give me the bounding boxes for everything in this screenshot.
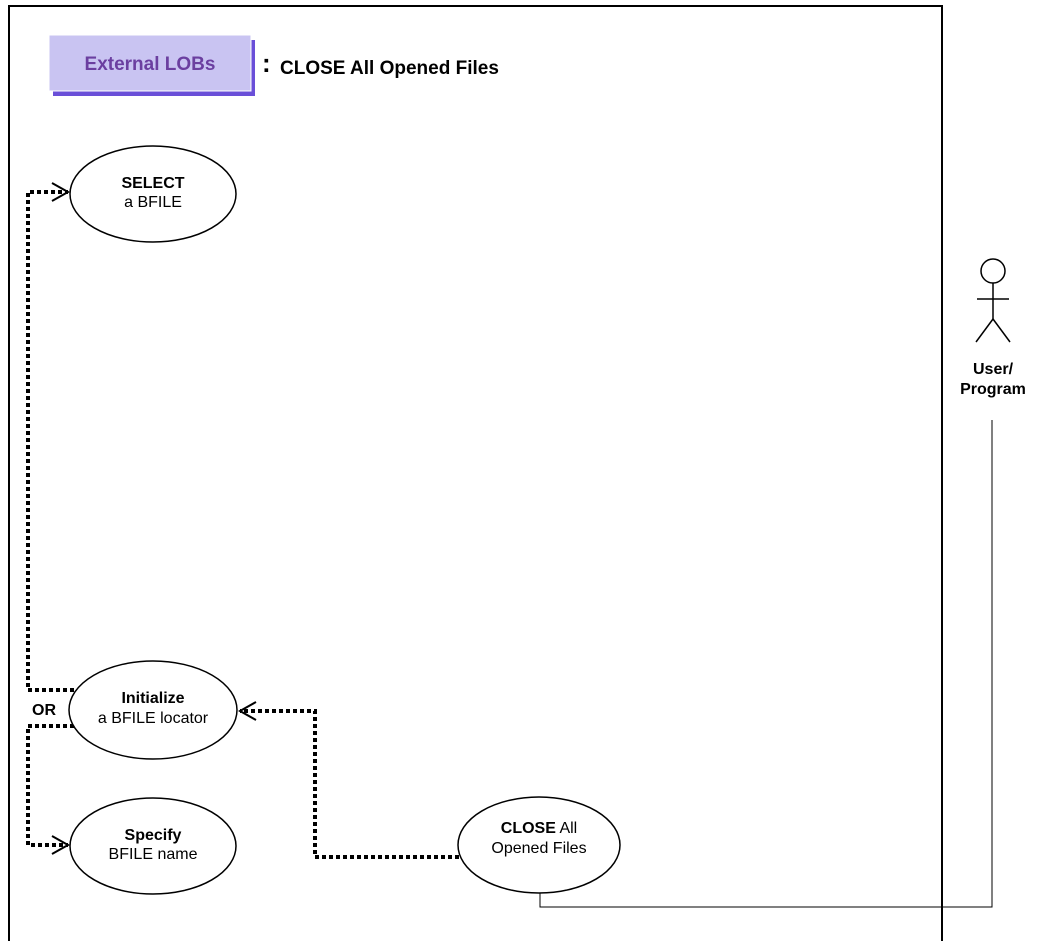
use-case-ellipse: [69, 797, 237, 895]
use-case-specify-subtitle: BFILE name: [109, 846, 198, 863]
system-boundary: [8, 5, 943, 941]
badge-label: External LOBs: [85, 54, 216, 75]
use-case-specify-title: Specify: [125, 827, 182, 844]
arrowhead-select: [51, 182, 71, 202]
dependency-initialize-to-specify: [26, 724, 74, 847]
title-separator: :: [262, 48, 271, 78]
use-case-select-bfile[interactable]: SELECT a BFILE: [69, 145, 237, 243]
or-label: OR: [32, 702, 56, 719]
use-case-ellipse: [69, 145, 237, 243]
association-actor-close: [539, 420, 993, 908]
stick-figure-icon: [975, 258, 1011, 343]
use-case-close-bold: CLOSE: [501, 820, 556, 837]
arrowhead-specify: [51, 835, 71, 855]
use-case-initialize-subtitle: a BFILE locator: [98, 710, 209, 727]
use-case-close-rest: All: [556, 820, 577, 837]
use-case-close-subtitle: Opened Files: [491, 840, 586, 857]
use-case-close-title: CLOSE All: [501, 820, 577, 837]
actor-label-line2: Program: [960, 381, 1026, 398]
use-case-select-subtitle: a BFILE: [124, 194, 182, 211]
badge-box: [48, 34, 252, 92]
actor-user-program[interactable]: User/ Program: [960, 258, 1026, 398]
use-case-ellipse: [457, 796, 621, 894]
use-case-initialize-locator[interactable]: Initialize a BFILE locator: [68, 660, 238, 760]
use-case-ellipse: [68, 660, 238, 760]
use-case-specify-name[interactable]: Specify BFILE name: [69, 797, 237, 895]
arrowhead-initialize: [237, 701, 257, 721]
use-case-initialize-title: Initialize: [121, 690, 184, 707]
external-lobs-badge[interactable]: External LOBs: [48, 34, 255, 96]
diagram-title: CLOSE All Opened Files: [280, 58, 499, 79]
use-case-select-title: SELECT: [121, 175, 184, 192]
use-case-close-all[interactable]: CLOSE All Opened Files: [457, 796, 621, 894]
dependency-initialize-to-select: [26, 190, 74, 692]
actor-label-line1: User/: [973, 361, 1014, 378]
dependency-close-to-initialize: [240, 709, 459, 859]
